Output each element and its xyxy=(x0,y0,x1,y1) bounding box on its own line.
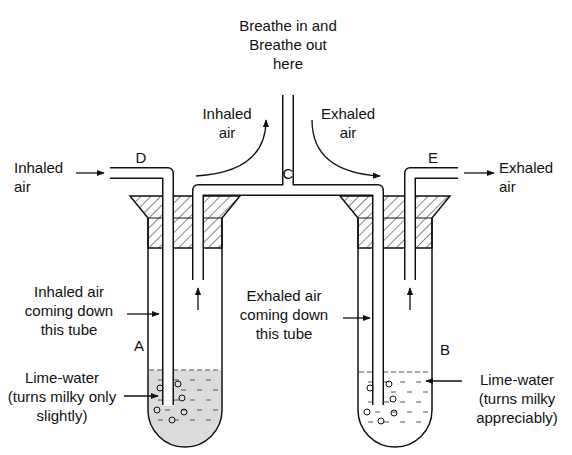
callout-text: Lime-water (turns milky appreciably) xyxy=(466,370,568,427)
water-dash xyxy=(174,400,179,401)
water-dash xyxy=(384,422,389,423)
water-dash xyxy=(423,412,428,413)
water-dash xyxy=(375,412,380,413)
leader-arrow xyxy=(124,395,158,396)
outlet-arrow xyxy=(464,172,494,173)
water-dash xyxy=(206,420,211,421)
test-tube-b xyxy=(358,218,432,447)
water-dash xyxy=(206,400,211,401)
leader-arrow xyxy=(127,313,159,314)
callout-text: Inhaled air coming down this tube xyxy=(14,282,124,339)
water-dash xyxy=(368,422,373,423)
water-dash xyxy=(197,410,202,411)
water-dash xyxy=(400,402,405,403)
water-dash xyxy=(416,382,421,383)
tube-letter: A xyxy=(131,336,147,355)
water-dash xyxy=(391,392,396,393)
flow-label: Inhaled air xyxy=(14,158,74,196)
tube-letter: D xyxy=(133,148,149,167)
pipe-d xyxy=(110,173,168,405)
water-dash xyxy=(190,400,195,401)
water-dash xyxy=(181,390,186,391)
water-dash xyxy=(174,380,179,381)
pipe-c-branch-bore xyxy=(198,190,378,406)
lime-water-b xyxy=(359,372,431,446)
water-level-a xyxy=(149,370,221,371)
stopper-a xyxy=(130,196,240,248)
tube-letter: C xyxy=(280,164,296,183)
water-dash xyxy=(423,392,428,393)
pipe-d-bore xyxy=(109,173,168,406)
water-dash xyxy=(416,422,421,423)
leader-arrow xyxy=(343,317,370,318)
water-dash xyxy=(213,410,218,411)
water-dash xyxy=(206,380,211,381)
leader-arrow xyxy=(426,380,462,381)
water-dash xyxy=(384,402,389,403)
pipe-c-branch xyxy=(198,190,378,405)
stopper-b xyxy=(340,196,450,248)
stopper-b-edge xyxy=(358,217,432,218)
pipe-e xyxy=(410,173,458,280)
water-dash xyxy=(190,380,195,381)
test-tube-a xyxy=(148,218,222,447)
inlet-arrow xyxy=(76,172,104,173)
rise-arrow-a xyxy=(197,288,198,310)
water-dash xyxy=(190,420,195,421)
instruction-text: Breathe in and Breathe out here xyxy=(238,16,338,73)
callout-text: Lime-water (turns milky only slightly) xyxy=(4,368,120,425)
tube-letter: B xyxy=(437,340,453,359)
lime-water-a xyxy=(149,370,221,446)
water-dash xyxy=(407,392,412,393)
water-dash xyxy=(416,402,421,403)
pipe-e-bore xyxy=(410,173,459,281)
flow-label: Exhaled air xyxy=(499,158,561,196)
flow-label: Exhaled air xyxy=(316,104,380,142)
water-dash xyxy=(400,382,405,383)
flow-arrows xyxy=(76,120,494,396)
tube-letter: E xyxy=(425,148,441,167)
water-dash xyxy=(407,412,412,413)
bubbles xyxy=(154,381,397,424)
stopper-a-edge xyxy=(148,217,222,218)
water-dash xyxy=(197,390,202,391)
water-dashes xyxy=(158,380,428,422)
water-level-b xyxy=(359,372,431,373)
rise-arrow-b xyxy=(409,288,410,310)
pipe-bore xyxy=(109,94,459,406)
water-dash xyxy=(165,410,170,411)
callout-text: Exhaled air coming down this tube xyxy=(228,286,340,343)
pipe-outline xyxy=(110,95,458,405)
water-dash xyxy=(158,420,163,421)
water-dash xyxy=(400,422,405,423)
water-dash xyxy=(213,390,218,391)
flow-label: Inhaled air xyxy=(196,104,258,142)
